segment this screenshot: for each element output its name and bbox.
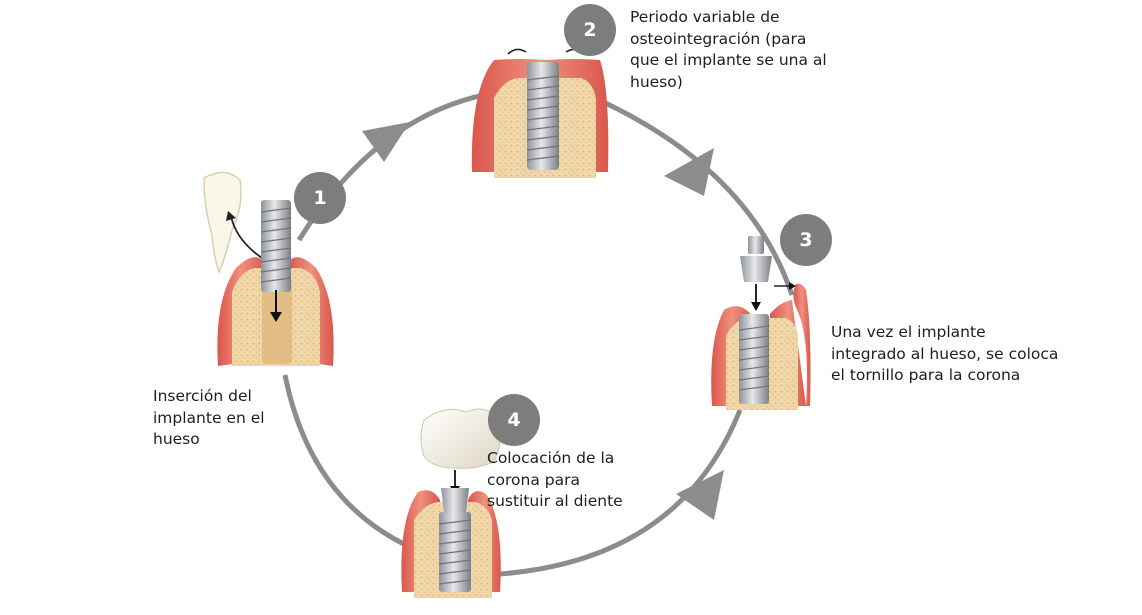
stage-3-illustration [711, 236, 811, 410]
insertion-arrow-icon [270, 312, 282, 322]
extracted-tooth-icon [203, 171, 242, 275]
crown-icon [420, 408, 502, 469]
cycle-arrowhead [664, 148, 714, 196]
implant-screw-icon [438, 512, 472, 592]
implant-screw-icon [260, 200, 292, 292]
stage-1-illustration [203, 171, 334, 366]
implant-screw-icon [526, 62, 560, 170]
cycle-arrowhead [676, 470, 724, 520]
stage-4-illustration [401, 408, 502, 598]
step-4-caption: Colocación de la corona para sustituir a… [487, 449, 623, 510]
step-2-badge: 2 [564, 4, 616, 56]
healing-arrow-icon [507, 48, 527, 55]
cycle-arrowhead [362, 122, 410, 162]
step-4-badge: 4 [488, 394, 540, 446]
extraction-arrow-icon [230, 215, 263, 259]
step-1-badge: 1 [294, 172, 346, 224]
stage-2-illustration [471, 48, 609, 178]
abutment-icon [441, 488, 469, 512]
step-3-caption: Una vez el implante integrado al hueso, … [831, 323, 1059, 384]
abutment-icon [740, 236, 772, 282]
step-1-caption: Inserción del implante en el hueso [153, 387, 265, 448]
step-2-caption: Periodo variable de osteointegración (pa… [630, 8, 827, 91]
placement-arrow-icon [751, 302, 761, 311]
step-3-badge: 3 [780, 214, 832, 266]
implant-screw-icon [738, 314, 770, 404]
